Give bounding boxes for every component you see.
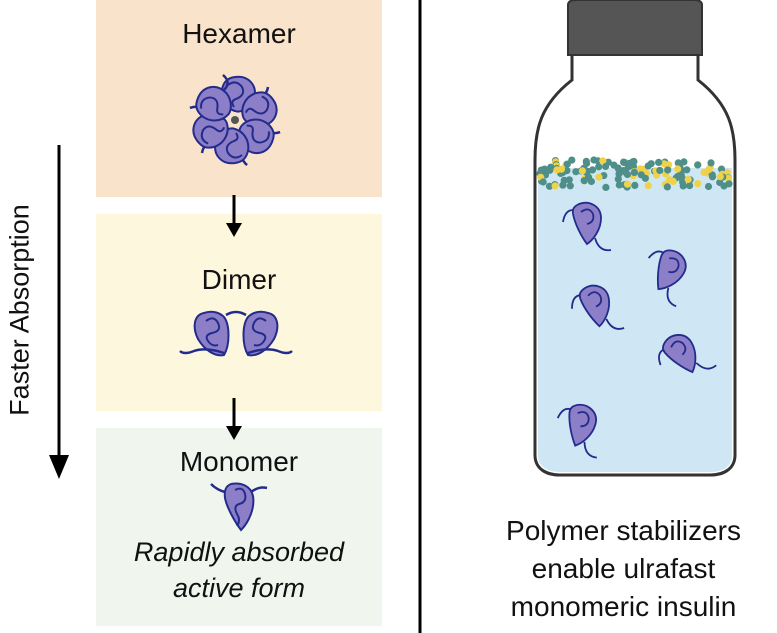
caption-line2: enable ulrafast	[531, 553, 716, 584]
vial-icon	[533, 0, 737, 477]
down-arrow-icon	[226, 195, 242, 237]
faster-absorption-label: Faster Absorption	[4, 204, 35, 416]
hexamer-label: Hexamer	[182, 18, 296, 49]
insulin-hexamer-icon	[189, 73, 281, 167]
hexamer-panel: Hexamer	[96, 0, 382, 197]
monomer-label: Monomer	[179, 446, 299, 477]
down-arrow-icon	[226, 398, 242, 440]
monomer-note-line1: Rapidly absorbed	[133, 537, 345, 567]
divider-line	[418, 0, 422, 633]
dimer-panel: Dimer	[96, 214, 382, 411]
caption-line1: Polymer stabilizers	[506, 515, 741, 546]
caption: Polymer stabilizers enable ulrafast mono…	[470, 512, 777, 626]
insulin-dimer-icon	[179, 310, 293, 357]
insulin-monomer-icon	[210, 482, 268, 532]
faster-absorption-arrow	[49, 145, 69, 479]
dimer-label: Dimer	[201, 264, 277, 295]
monomer-note-line2: active form	[172, 573, 306, 603]
caption-line3: monomeric insulin	[510, 591, 737, 622]
